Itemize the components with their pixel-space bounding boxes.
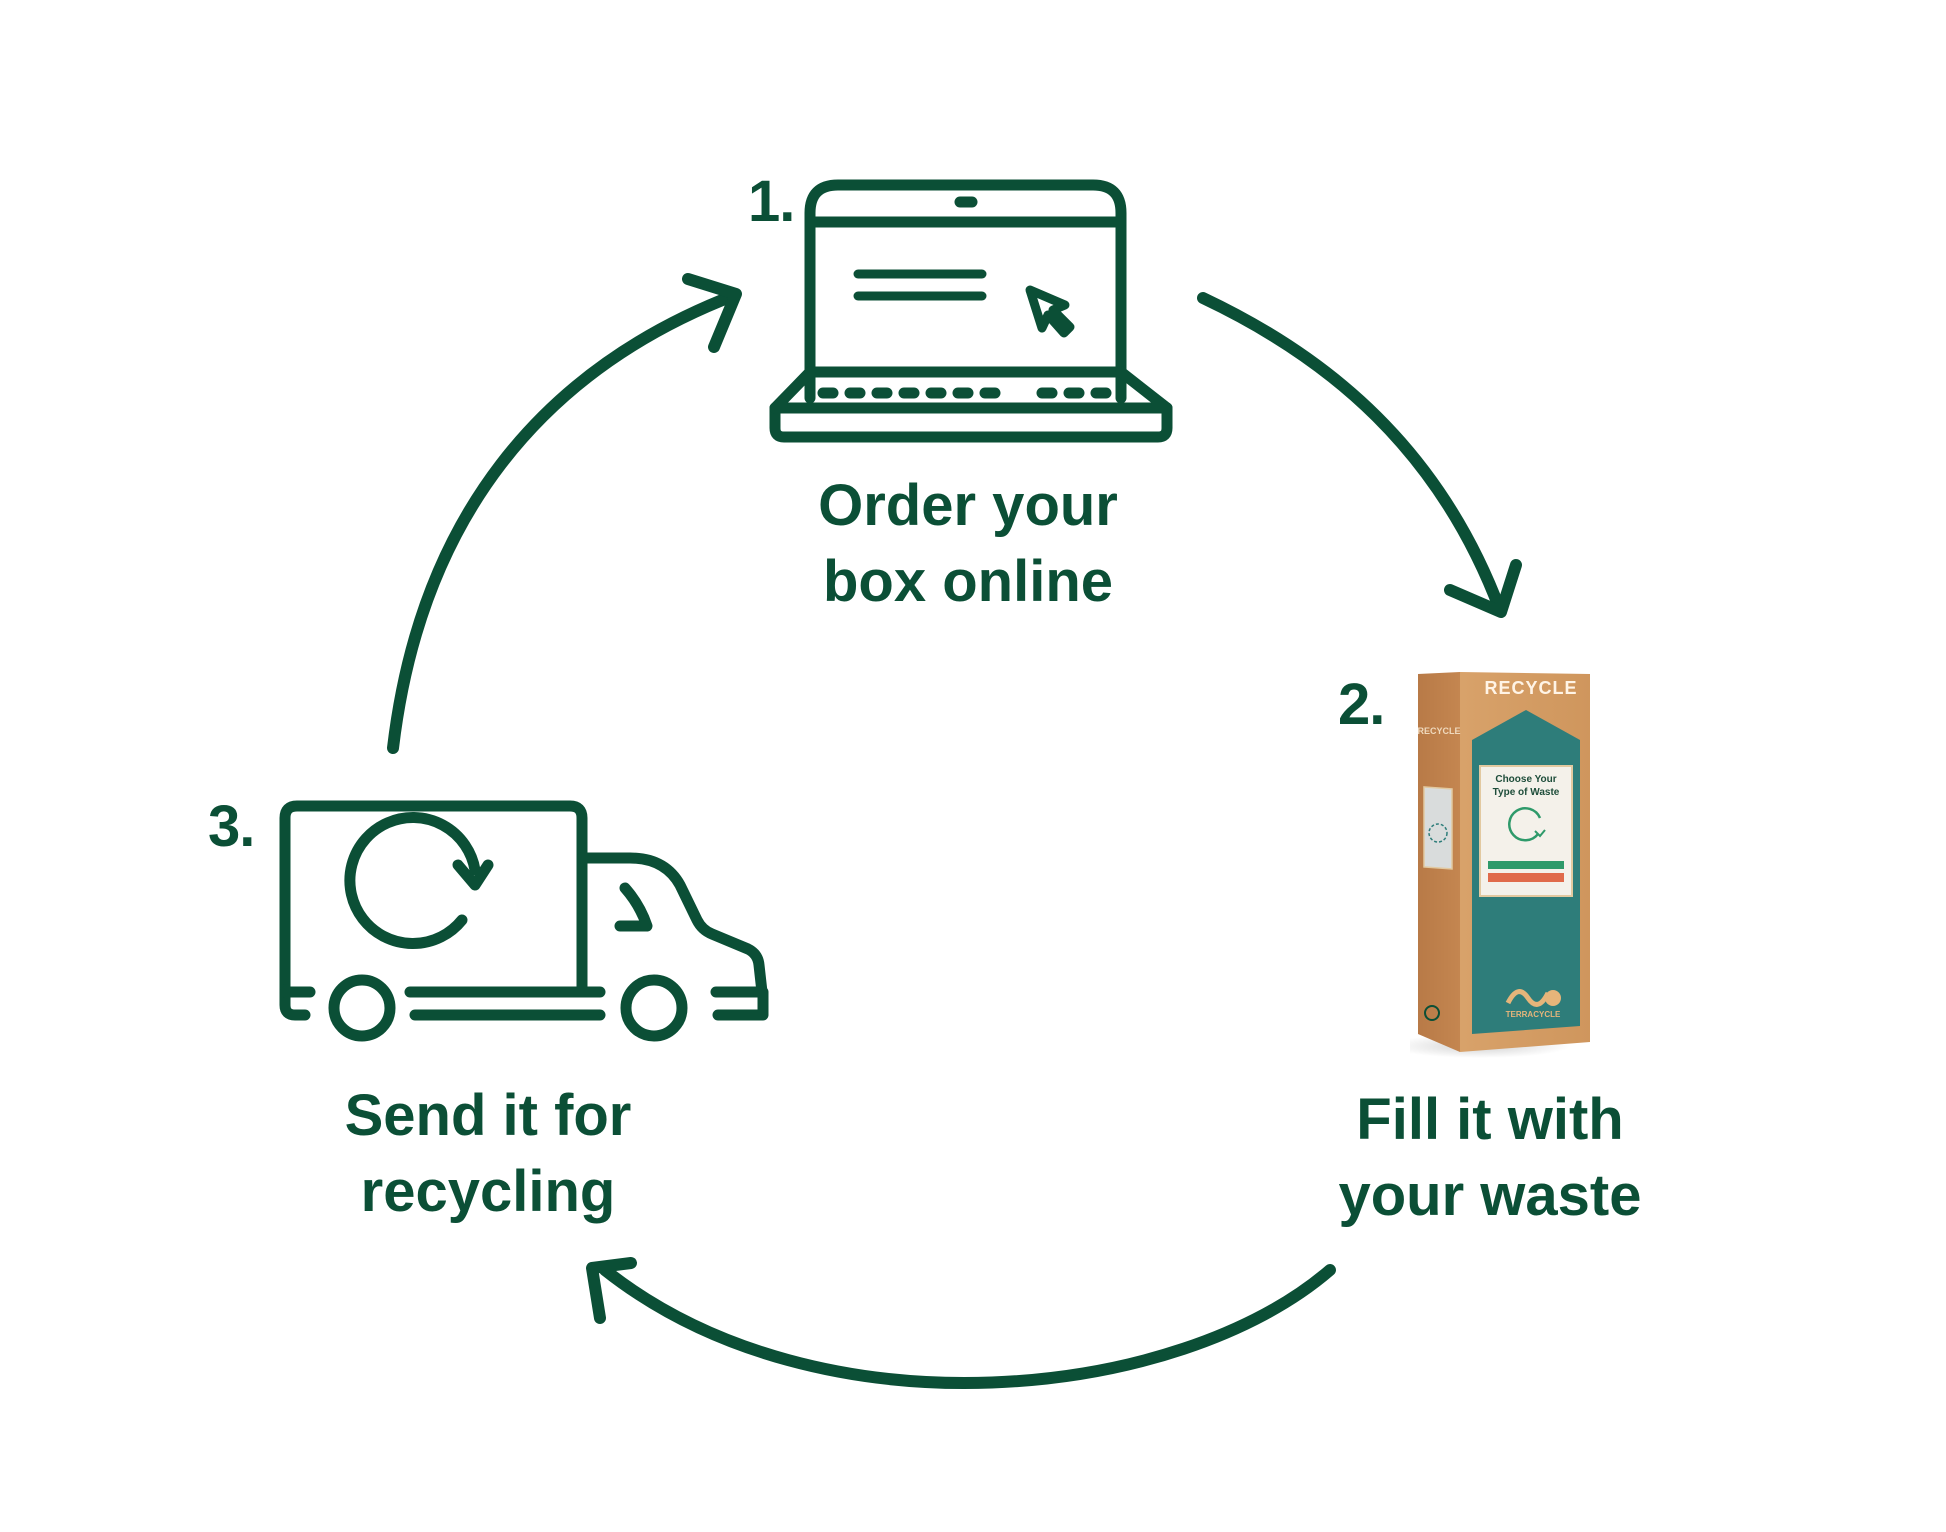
recycling-box-image: RECYCLE RECYCLE Choose Your Type of Wast… (1390, 668, 1595, 1058)
recycling-box-graphic (1390, 672, 1590, 1058)
box-side-title: RECYCLE (1417, 726, 1461, 736)
step-2-label-line-2: your waste (1338, 1163, 1642, 1228)
step-2-label: Fill it with your waste (1230, 1082, 1750, 1234)
step-1-number: 1. (748, 169, 795, 234)
step-1-label-line-1: Order your (818, 473, 1118, 538)
box-front-title: RECYCLE (1484, 678, 1578, 698)
step-2-number: 2. (1338, 672, 1385, 737)
delivery-truck-icon (279, 800, 769, 1042)
box-panel-heading-line-1: Choose Your (1495, 774, 1557, 785)
box-panel-heading: Choose Your Type of Waste (1480, 773, 1572, 799)
step-1-label: Order your box online (708, 468, 1228, 620)
step-3-label: Send it for recycling (228, 1078, 748, 1230)
arrow-step1-to-step2 (1197, 292, 1522, 618)
arrow-step3-to-step1 (387, 273, 742, 754)
step-3-label-line-2: recycling (360, 1159, 616, 1224)
box-brand: TERRACYCLE (1505, 1010, 1561, 1019)
box-panel-heading-line-2: Type of Waste (1492, 787, 1560, 798)
arrow-step2-to-step3 (586, 1257, 1336, 1389)
step-1-label-line-2: box online (823, 549, 1113, 614)
step-2-label-line-1: Fill it with (1356, 1087, 1624, 1152)
step-3-label-line-1: Send it for (344, 1083, 632, 1148)
laptop-icon (769, 179, 1173, 443)
step-3-number: 3. (208, 794, 255, 859)
